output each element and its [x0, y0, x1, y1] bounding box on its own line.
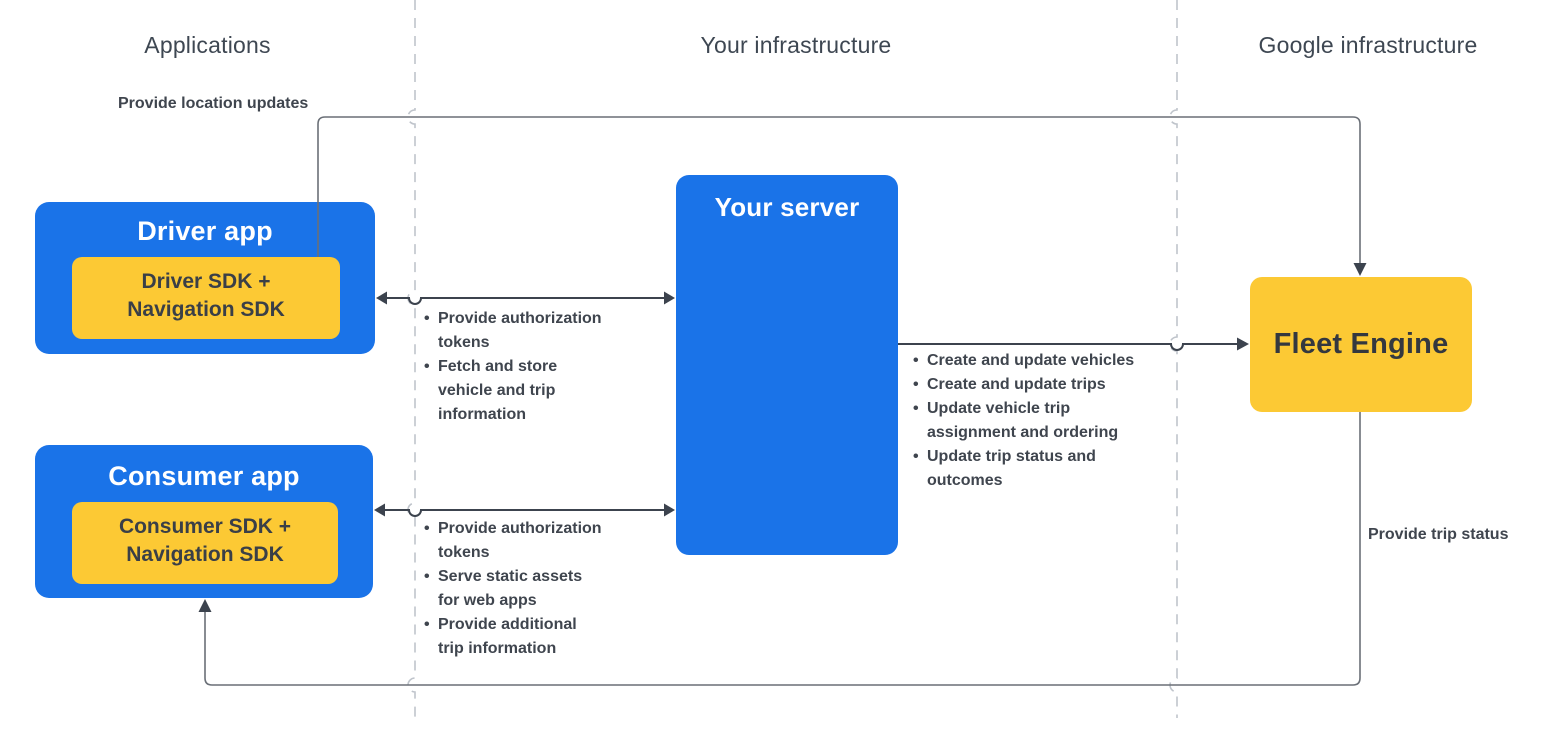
consumer-sdk-line2: Navigation SDK [126, 543, 284, 566]
column-divider-left [407, 0, 416, 718]
edge-driver-server-line [386, 297, 665, 305]
driver-sdk-line1: Driver SDK + [141, 270, 271, 293]
list-item: Provide additional trip information [424, 613, 606, 661]
list-item: Serve static assets for web apps [424, 565, 606, 613]
column-header-applications: Applications [144, 32, 271, 58]
list-item: Update vehicle trip assignment and order… [913, 397, 1153, 445]
column-header-google-infrastructure: Google infrastructure [1258, 32, 1478, 58]
list-item: Update trip status and outcomes [913, 445, 1153, 493]
list-item: Create and update vehicles [913, 349, 1153, 373]
consumer-sdk-box: Consumer SDK + Navigation SDK [72, 502, 338, 584]
driver-server-bullet-list: Provide authorization tokens Fetch and s… [424, 307, 606, 427]
label-provide-location-updates: Provide location updates [118, 95, 309, 112]
consumer-app-title: Consumer app [108, 461, 300, 491]
driver-sdk-box: Driver SDK + Navigation SDK [72, 257, 340, 339]
list-item: Create and update trips [913, 373, 1153, 397]
list-item: Provide authorization tokens [424, 307, 606, 355]
list-item: Provide authorization tokens [424, 517, 606, 565]
arrowhead-into-driver [376, 291, 387, 305]
driver-sdk-line2: Navigation SDK [127, 298, 285, 321]
edge-consumer-server-line [384, 509, 665, 517]
fleet-engine-node: Fleet Engine [1250, 277, 1472, 412]
arrowhead-into-server-bottom [664, 503, 675, 517]
consumer-server-bullet-list: Provide authorization tokens Serve stati… [424, 517, 606, 661]
arrowhead-into-server-top [664, 291, 675, 305]
column-header-your-infrastructure: Your infrastructure [700, 32, 892, 58]
arrowhead-into-fleet-top [1353, 263, 1367, 276]
arrowhead-into-fleet-left [1237, 337, 1249, 351]
consumer-app-node: Consumer app Consumer SDK + Navigation S… [35, 445, 373, 598]
arrowhead-into-consumer-bottom [198, 599, 212, 612]
driver-app-node: Driver app Driver SDK + Navigation SDK [35, 202, 375, 354]
column-divider-right [1169, 0, 1178, 718]
list-item: Fetch and store vehicle and trip informa… [424, 355, 606, 427]
fleet-engine-title: Fleet Engine [1273, 328, 1449, 360]
arrowhead-into-consumer [374, 503, 385, 517]
label-provide-trip-status: Provide trip status [1368, 526, 1509, 543]
your-server-title: Your server [714, 192, 860, 222]
consumer-sdk-line1: Consumer SDK + [118, 515, 292, 538]
driver-app-title: Driver app [137, 216, 273, 246]
server-fleet-bullet-list: Create and update vehicles Create and up… [913, 349, 1153, 493]
your-server-node: Your server [676, 175, 898, 555]
